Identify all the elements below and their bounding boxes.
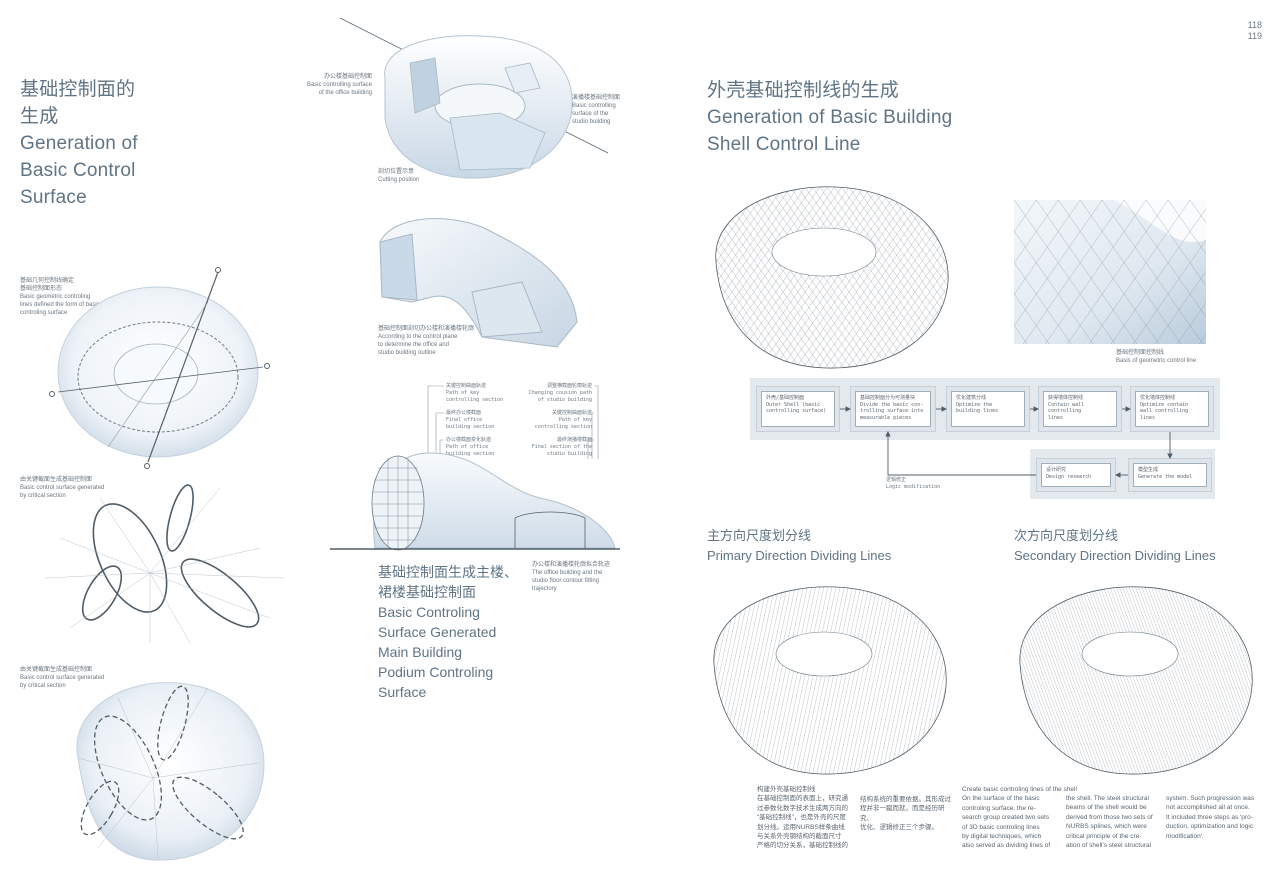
col1-line-5: 划分线。运用NURBS样条曲线 (757, 823, 852, 832)
generation-title: 基础控制面生成主楼、 裙楼基础控制面 Basic Controling Surf… (378, 562, 518, 702)
control-surface-figure (48, 262, 278, 472)
col4-line-1: the shell. The steel structural (1066, 794, 1162, 803)
page-number-right: 119 (1248, 31, 1262, 42)
col2-line-2: 程并非一蹴而就，而是经历研究、 (860, 804, 955, 823)
grid-torus-figure (706, 182, 956, 372)
generation-title-cn-1: 基础控制面生成主楼、 (378, 562, 518, 582)
right-title: 外壳基础控制线的生成 Generation of Basic Building … (707, 77, 952, 158)
secondary-title-en: Secondary Direction Dividing Lines (1014, 546, 1216, 566)
col4-line-5: critical principle of the cre- (1066, 832, 1162, 841)
col4-line-4: NURBS splines, which were (1066, 822, 1162, 831)
cutting-caption-cn: 剖切位置示意 (378, 168, 419, 176)
page-number-left: 118 (1248, 20, 1262, 31)
generation-title-en-1: Basic Controling (378, 602, 518, 622)
cutting-caption-en: Cutting position (378, 176, 419, 184)
fit-caption-en-1: The office building and the (532, 569, 617, 577)
secondary-lines-figure (1012, 582, 1260, 778)
generation-title-en-3: Main Building (378, 642, 518, 662)
page-numbers: 118 119 (1248, 20, 1262, 42)
col4-line-2: beams of the shell would be (1066, 803, 1162, 812)
col1-line-7: 严格的切分关系，基础控制线的 (757, 841, 852, 850)
col3-line-1: On the surface of the basic (962, 794, 1062, 803)
col3-heading: Create basic controling lines of the she… (962, 785, 1062, 794)
col5-line-5: modification'. (1166, 832, 1262, 841)
logic-label-cn: 逻辑修正 (886, 477, 940, 484)
right-title-en-2: Shell Control Line (707, 131, 952, 158)
generation-title-en-4: Podium Controling (378, 662, 518, 682)
secondary-title-cn: 次方向尺度划分线 (1014, 526, 1216, 546)
plane-caption-en-1: According to the control plane (378, 333, 488, 341)
fit-caption: 办公楼和演播楼轮廓拟合轨迹 The office building and th… (532, 561, 617, 593)
col3-line-3: search group created two sets (962, 813, 1062, 822)
col5-line-4: duction, optimization and logic (1166, 822, 1262, 831)
col2-line-1: 结构系统的重要依据。其形成过 (860, 795, 955, 804)
building-section-figure (330, 448, 620, 558)
grid-closeup-figure (1014, 200, 1206, 344)
plane-caption: 基础控制面剖切办公楼和演播楼轮廓 According to the contro… (378, 325, 488, 357)
col1-line-1: 构建外壳基础控制线 (757, 785, 852, 794)
critical-sections-figure (40, 478, 290, 648)
primary-title-en: Primary Direction Dividing Lines (707, 546, 891, 566)
generation-title-cn-2: 裙楼基础控制面 (378, 582, 518, 602)
body-column-4: the shell. The steel structural beams of… (1066, 794, 1162, 850)
right-title-cn: 外壳基础控制线的生成 (707, 77, 952, 104)
body-column-3: Create basic controling lines of the she… (962, 785, 1062, 851)
flow-arrows (750, 378, 1220, 502)
body-column-5: system. Such progression was not accompl… (1166, 794, 1262, 841)
col3-line-4: of 3D basic controling lines (962, 823, 1062, 832)
left-title-cn-1: 基础控制面的 (20, 76, 138, 103)
secondary-title: 次方向尺度划分线 Secondary Direction Dividing Li… (1014, 526, 1216, 566)
plane-caption-en-3: studio building outline (378, 349, 488, 357)
col2-line-3: 优化、逻辑修正三个步骤。 (860, 823, 955, 832)
grid-caption: 基础控制面控制线 Basis of geometric control line (1116, 349, 1196, 365)
left-title-en-2: Basic Control (20, 157, 138, 184)
logic-label-en: Logic modification (886, 484, 940, 491)
left-title-en-3: Surface (20, 184, 138, 211)
col3-line-5: by digital techniques, which (962, 832, 1062, 841)
left-title-en-1: Generation of (20, 130, 138, 157)
shell-sections-figure (58, 668, 273, 868)
col3-line-6: also served as dividing lines of (962, 841, 1062, 850)
col3-line-2: controling surface, the re- (962, 804, 1062, 813)
primary-title-cn: 主方向尺度划分线 (707, 526, 891, 546)
left-title: 基础控制面的 生成 Generation of Basic Control Su… (20, 76, 138, 211)
col1-line-2: 在基础控制面的表面上，研究通 (757, 794, 852, 803)
col1-line-3: 过参数化数字技术生成两方向的 (757, 804, 852, 813)
plane-caption-cn: 基础控制面剖切办公楼和演播楼轮廓 (378, 325, 488, 333)
body-column-1: 构建外壳基础控制线 在基础控制面的表面上，研究通 过参数化数字技术生成两方向的 … (757, 785, 852, 851)
cutting-torus-figure (340, 18, 620, 188)
primary-title: 主方向尺度划分线 Primary Direction Dividing Line… (707, 526, 891, 566)
generation-title-en-5: Surface (378, 682, 518, 702)
body-column-2: 结构系统的重要依据。其形成过 程并非一蹴而就，而是经历研究、 优化、逻辑修正三个… (860, 795, 955, 833)
col1-line-4: “基础控制线”，也是外壳的尺度 (757, 813, 852, 822)
primary-lines-figure (706, 582, 954, 778)
left-title-cn-2: 生成 (20, 103, 138, 130)
fit-caption-en-2: studio floor contour fitting (532, 577, 617, 585)
logic-label: 逻辑修正 Logic modification (886, 477, 940, 491)
plane-caption-en-2: to determine the office and (378, 341, 488, 349)
process-flowchart: 外壳/基础控制面 Outer Shell (basic controlling … (750, 378, 1220, 502)
grid-caption-cn: 基础控制面控制线 (1116, 349, 1196, 357)
col5-line-3: It included three steps as 'pro- (1166, 813, 1262, 822)
fit-caption-cn: 办公楼和演播楼轮廓拟合轨迹 (532, 561, 617, 569)
col1-line-6: 与关系外壳钢结构的截面尺寸 (757, 832, 852, 841)
col5-line-2: not accomplished all at once. (1166, 803, 1262, 812)
fit-caption-en-3: trajectory (532, 585, 617, 593)
col4-line-6: ation of shell's steel structural (1066, 841, 1162, 850)
right-title-en-1: Generation of Basic Building (707, 104, 952, 131)
col5-line-1: system. Such progression was (1166, 794, 1262, 803)
cutting-caption: 剖切位置示意 Cutting position (378, 168, 419, 184)
generation-title-en-2: Surface Generated (378, 622, 518, 642)
col4-line-3: derived from those two sets of (1066, 813, 1162, 822)
grid-caption-en: Basis of geometric control line (1116, 357, 1196, 365)
